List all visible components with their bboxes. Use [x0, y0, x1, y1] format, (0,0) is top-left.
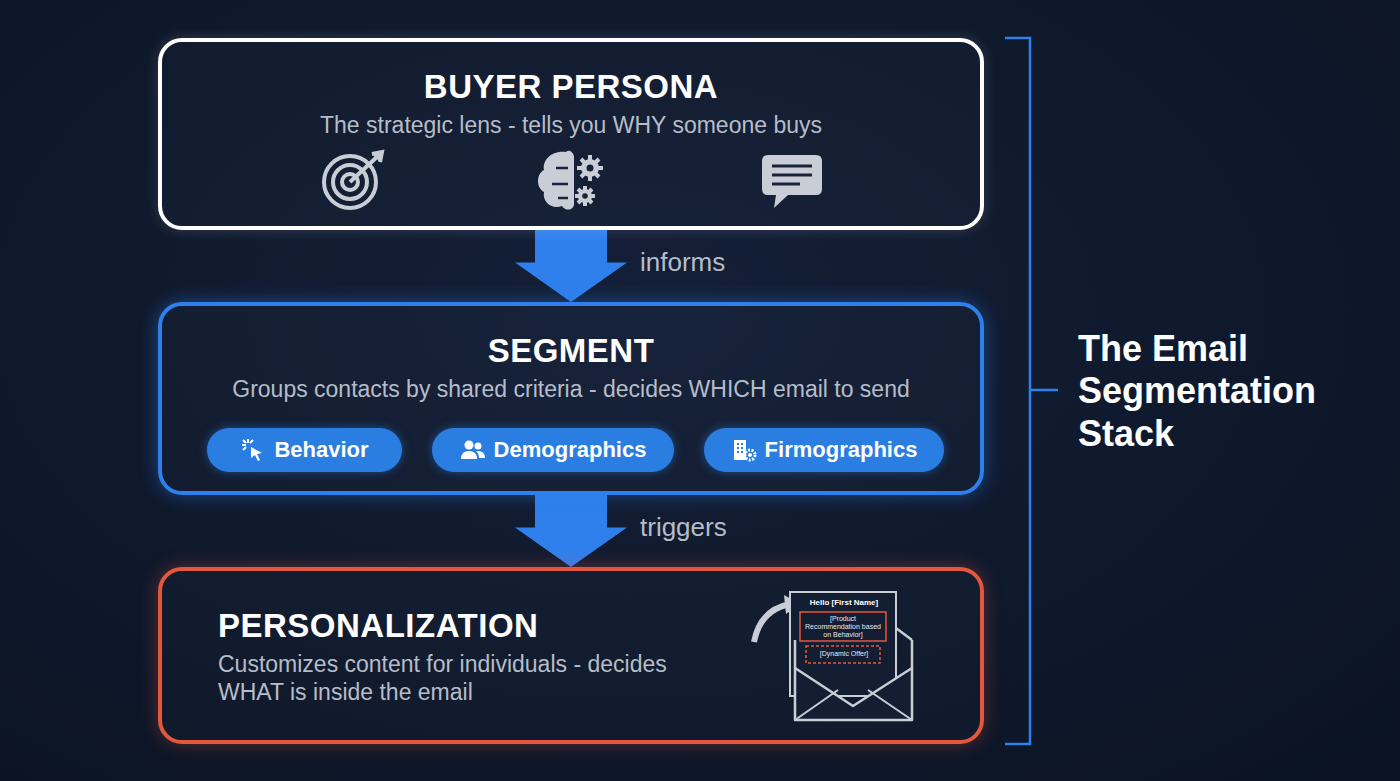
bracket: [1005, 38, 1058, 744]
email-placeholder: [Product Recommendation based on Behavio…: [803, 615, 883, 639]
criteria-pill: Demographics: [432, 428, 674, 472]
criteria-pill: Behavior: [207, 428, 402, 472]
building-icon: [731, 437, 757, 463]
box-description: The strategic lens - tells you WHY someo…: [320, 112, 822, 140]
box-heading: SEGMENT: [488, 332, 655, 370]
pill-label: Firmographics: [765, 437, 918, 463]
pill-label: Behavior: [274, 437, 368, 463]
flow-arrow: [515, 495, 627, 567]
email-placeholder: [Dynamic Offer]: [809, 650, 879, 658]
box-heading: BUYER PERSONA: [424, 68, 718, 106]
segment-box: SEGMENT Groups contacts by shared criteri…: [158, 302, 984, 495]
persona-box: BUYER PERSONA The strategic lens - tells …: [158, 38, 984, 230]
criteria-pill: Firmographics: [704, 428, 944, 472]
arrow-shape: [515, 495, 627, 567]
box-description: Groups contacts by shared criteria - dec…: [232, 376, 910, 404]
arrow-shape: [515, 230, 627, 302]
people-icon: [460, 437, 486, 463]
email-placeholder: Hello [First Name]: [798, 598, 890, 607]
edge-label: triggers: [637, 512, 730, 543]
box-description: Customizes content for individuals - dec…: [218, 651, 738, 706]
box-heading: PERSONALIZATION: [218, 607, 538, 645]
edge-label: informs: [637, 247, 728, 278]
cursor-icon: [240, 437, 266, 463]
stack-title: The Email Segmentation Stack: [1078, 328, 1378, 455]
pill-label: Demographics: [494, 437, 647, 463]
flow-arrow: [515, 230, 627, 302]
